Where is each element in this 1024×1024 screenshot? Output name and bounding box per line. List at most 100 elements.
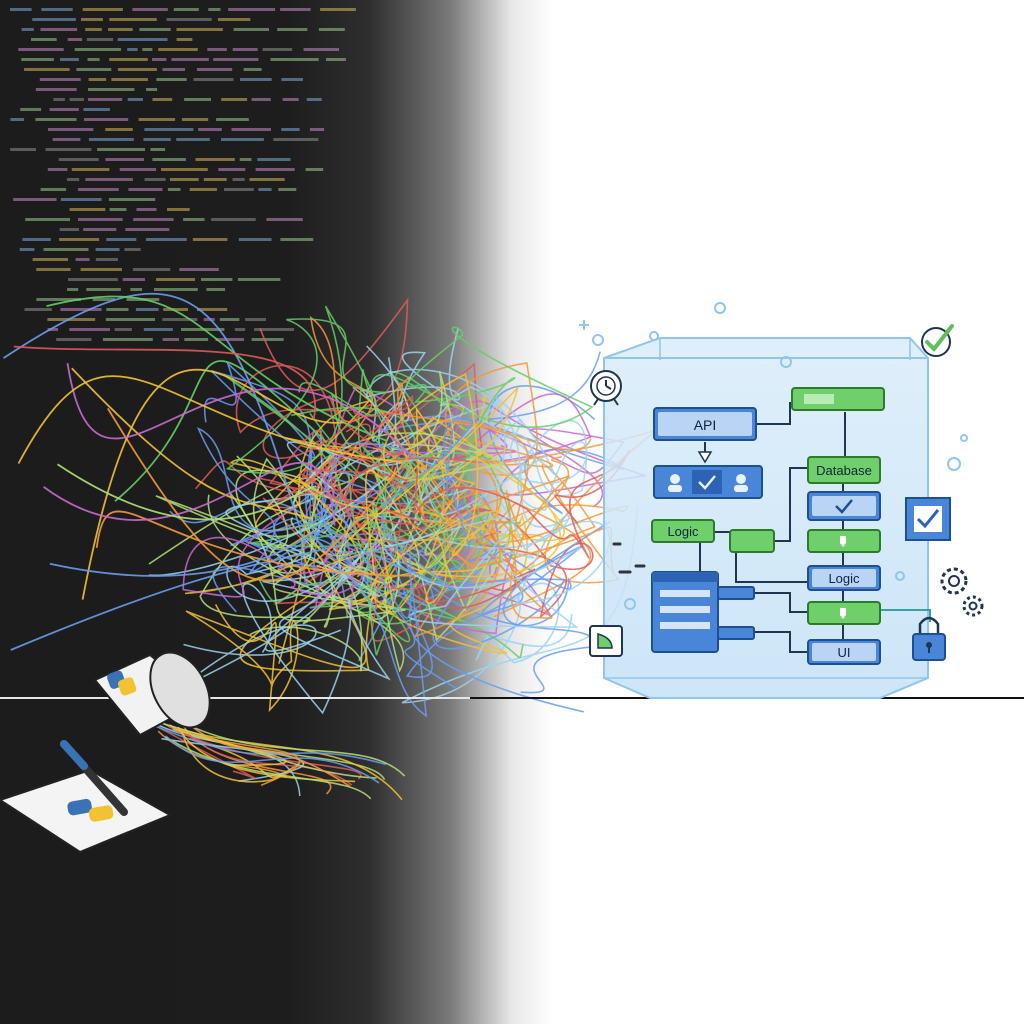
- code-text-line: [47, 168, 68, 171]
- wire: [336, 372, 519, 576]
- code-text-line: [19, 248, 35, 251]
- wire: [3, 292, 306, 545]
- code-text-line: [83, 228, 117, 231]
- code-text-line: [171, 58, 209, 61]
- code-text-line: [86, 288, 121, 291]
- wire: [229, 455, 406, 622]
- code-text-line: [32, 18, 76, 21]
- code-text-line: [262, 48, 293, 51]
- code-text-line: [53, 98, 65, 101]
- code-text-line: [163, 308, 188, 311]
- code-text-line: [87, 58, 100, 61]
- user-icon: [736, 474, 746, 484]
- wire: [414, 419, 588, 511]
- code-text-line: [150, 148, 166, 151]
- small-blue-block: [717, 626, 755, 640]
- wire: [420, 455, 611, 605]
- code-text-line: [326, 58, 346, 61]
- wire: [320, 418, 475, 591]
- logic-label-left: Logic: [667, 524, 699, 539]
- code-text-line: [280, 238, 314, 241]
- code-text-line: [88, 98, 123, 101]
- wire: [323, 546, 457, 718]
- wire: [189, 724, 406, 777]
- code-text-line: [86, 38, 114, 41]
- code-text-line: [105, 318, 155, 321]
- green-module-top: [791, 387, 885, 411]
- code-text-line: [47, 328, 59, 331]
- code-text-line: [109, 58, 148, 61]
- code-text-line: [95, 258, 118, 261]
- code-text-line: [233, 28, 269, 31]
- code-text-line: [83, 108, 110, 111]
- code-text-line: [221, 138, 264, 141]
- wire: [107, 407, 415, 582]
- code-text-line: [166, 18, 212, 21]
- code-text-line: [181, 118, 209, 121]
- wire: [165, 736, 372, 800]
- code-text-line: [88, 88, 135, 91]
- green-connector-block: [729, 529, 775, 553]
- code-text-line: [84, 118, 129, 121]
- wire: [296, 492, 491, 625]
- code-text-line: [32, 258, 68, 261]
- code-text-line: [132, 268, 171, 271]
- code-text-line: [219, 318, 240, 321]
- code-text-line: [281, 128, 300, 131]
- code-text-line: [130, 288, 143, 291]
- code-text-line: [49, 108, 79, 111]
- code-text-line: [156, 78, 187, 81]
- code-text-line: [162, 68, 185, 71]
- wire: [420, 460, 614, 620]
- wire: [161, 737, 305, 782]
- code-text-line: [76, 68, 112, 71]
- wire: [172, 728, 287, 766]
- code-text-line: [143, 328, 173, 331]
- wire: [207, 494, 405, 673]
- user-icon: [670, 474, 680, 484]
- code-text-line: [232, 178, 245, 181]
- sparkles: [579, 302, 968, 610]
- code-text-line: [154, 288, 198, 291]
- code-text-line: [144, 128, 194, 131]
- code-text-line: [245, 318, 266, 321]
- code-text-line: [221, 98, 248, 101]
- code-text-line: [10, 118, 25, 121]
- code-text-line: [69, 328, 110, 331]
- code-text-line: [239, 158, 252, 161]
- wire: [182, 506, 364, 612]
- code-text-line: [218, 168, 246, 171]
- code-text-line: [152, 58, 167, 61]
- code-text-line: [183, 218, 205, 221]
- code-text-line: [232, 48, 258, 51]
- code-text-line: [109, 208, 127, 211]
- code-text-line: [75, 258, 90, 261]
- code-text-line: [152, 158, 186, 161]
- code-text-line: [22, 238, 51, 241]
- code-text-line: [85, 178, 133, 181]
- code-text-line: [18, 48, 64, 51]
- small-blue-block: [717, 586, 755, 600]
- wire: [95, 510, 413, 577]
- wire: [166, 724, 362, 780]
- code-text-line: [203, 178, 227, 181]
- code-text-line: [146, 88, 158, 91]
- code-text-line: [135, 308, 159, 311]
- code-text-line: [102, 338, 153, 341]
- code-text-line: [60, 198, 102, 201]
- code-text-line: [207, 48, 227, 51]
- code-text-line: [139, 28, 171, 31]
- code-text-line: [78, 218, 123, 221]
- code-text-line: [162, 318, 198, 321]
- code-text-line: [106, 308, 129, 311]
- code-text-line: [35, 88, 77, 91]
- code-text-line: [10, 148, 36, 151]
- code-text-line: [231, 128, 271, 131]
- check-module: [807, 491, 881, 521]
- code-text-line: [24, 68, 70, 71]
- code-text-line: [213, 58, 259, 61]
- pen-icon: [60, 740, 128, 816]
- code-text-line: [238, 238, 272, 241]
- debris-dashes: [612, 542, 646, 574]
